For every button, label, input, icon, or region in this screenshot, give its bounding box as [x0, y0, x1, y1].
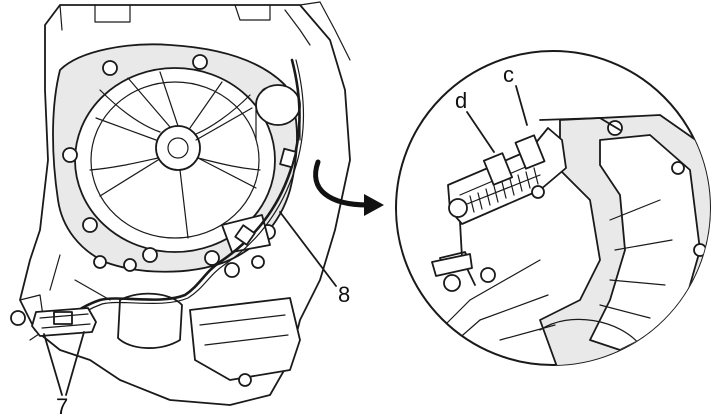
leader-lines-7 — [43, 331, 85, 396]
leader-line-c — [515, 85, 528, 126]
leader-line-d — [466, 111, 495, 153]
detail-view — [395, 50, 711, 366]
connector-block — [447, 127, 567, 225]
callout-c: c — [503, 62, 514, 87]
leader-line-8 — [279, 211, 337, 287]
wiring-harness — [66, 58, 305, 323]
connector-7 — [31, 307, 97, 337]
callout-d: d — [455, 88, 467, 113]
transmission-housing — [10, 1, 351, 406]
callout-8: 8 — [338, 282, 350, 307]
callout-7: 7 — [56, 394, 68, 419]
detail-arrow-icon — [313, 159, 384, 216]
